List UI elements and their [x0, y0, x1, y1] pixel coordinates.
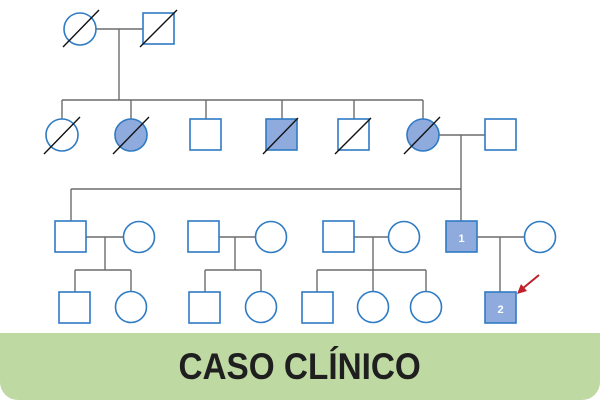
deceased-slash-II-2: [112, 116, 150, 155]
individual-IV-2[interactable]: [114, 290, 148, 324]
deceased-slash-II-6: [403, 116, 441, 155]
deceased-slash-I-2: [139, 9, 178, 48]
individual-III-4-spouse[interactable]: [523, 220, 557, 254]
individual-IV-3[interactable]: [188, 291, 221, 324]
individual-III-4[interactable]: [445, 220, 478, 253]
deceased-slash-II-5: [334, 117, 372, 155]
individual-III-2-spouse[interactable]: [254, 220, 288, 254]
title-banner: CASO CLÍNICO: [0, 333, 600, 400]
deceased-slashes: [43, 9, 441, 155]
individual-II-7[interactable]: [484, 118, 517, 151]
individual-label-1: 1: [458, 233, 464, 245]
proband-arrow-icon: [517, 274, 540, 294]
individuals: [45, 12, 557, 324]
individual-label-2: 2: [497, 304, 503, 316]
deceased-slash-II-4: [262, 117, 299, 155]
individual-IV-5[interactable]: [301, 291, 334, 324]
individual-IV-7[interactable]: [409, 290, 443, 324]
individual-II-3[interactable]: [189, 118, 222, 151]
deceased-slash-I-1: [62, 9, 100, 48]
title-text: CASO CLÍNICO: [178, 345, 422, 387]
deceased-slash-II-1: [43, 116, 81, 155]
individual-IV-8-proband[interactable]: [484, 291, 517, 324]
individual-III-3-spouse[interactable]: [387, 220, 421, 254]
individual-IV-4[interactable]: [244, 290, 278, 324]
individual-III-2[interactable]: [187, 220, 220, 253]
individual-III-1[interactable]: [54, 220, 87, 253]
individual-IV-1[interactable]: [58, 291, 91, 324]
individual-IV-6[interactable]: [356, 290, 390, 324]
individual-II-5[interactable]: [337, 118, 370, 151]
connector-lines: [61, 28, 524, 292]
individual-III-1-spouse[interactable]: [122, 220, 156, 254]
individual-III-3[interactable]: [322, 220, 355, 253]
